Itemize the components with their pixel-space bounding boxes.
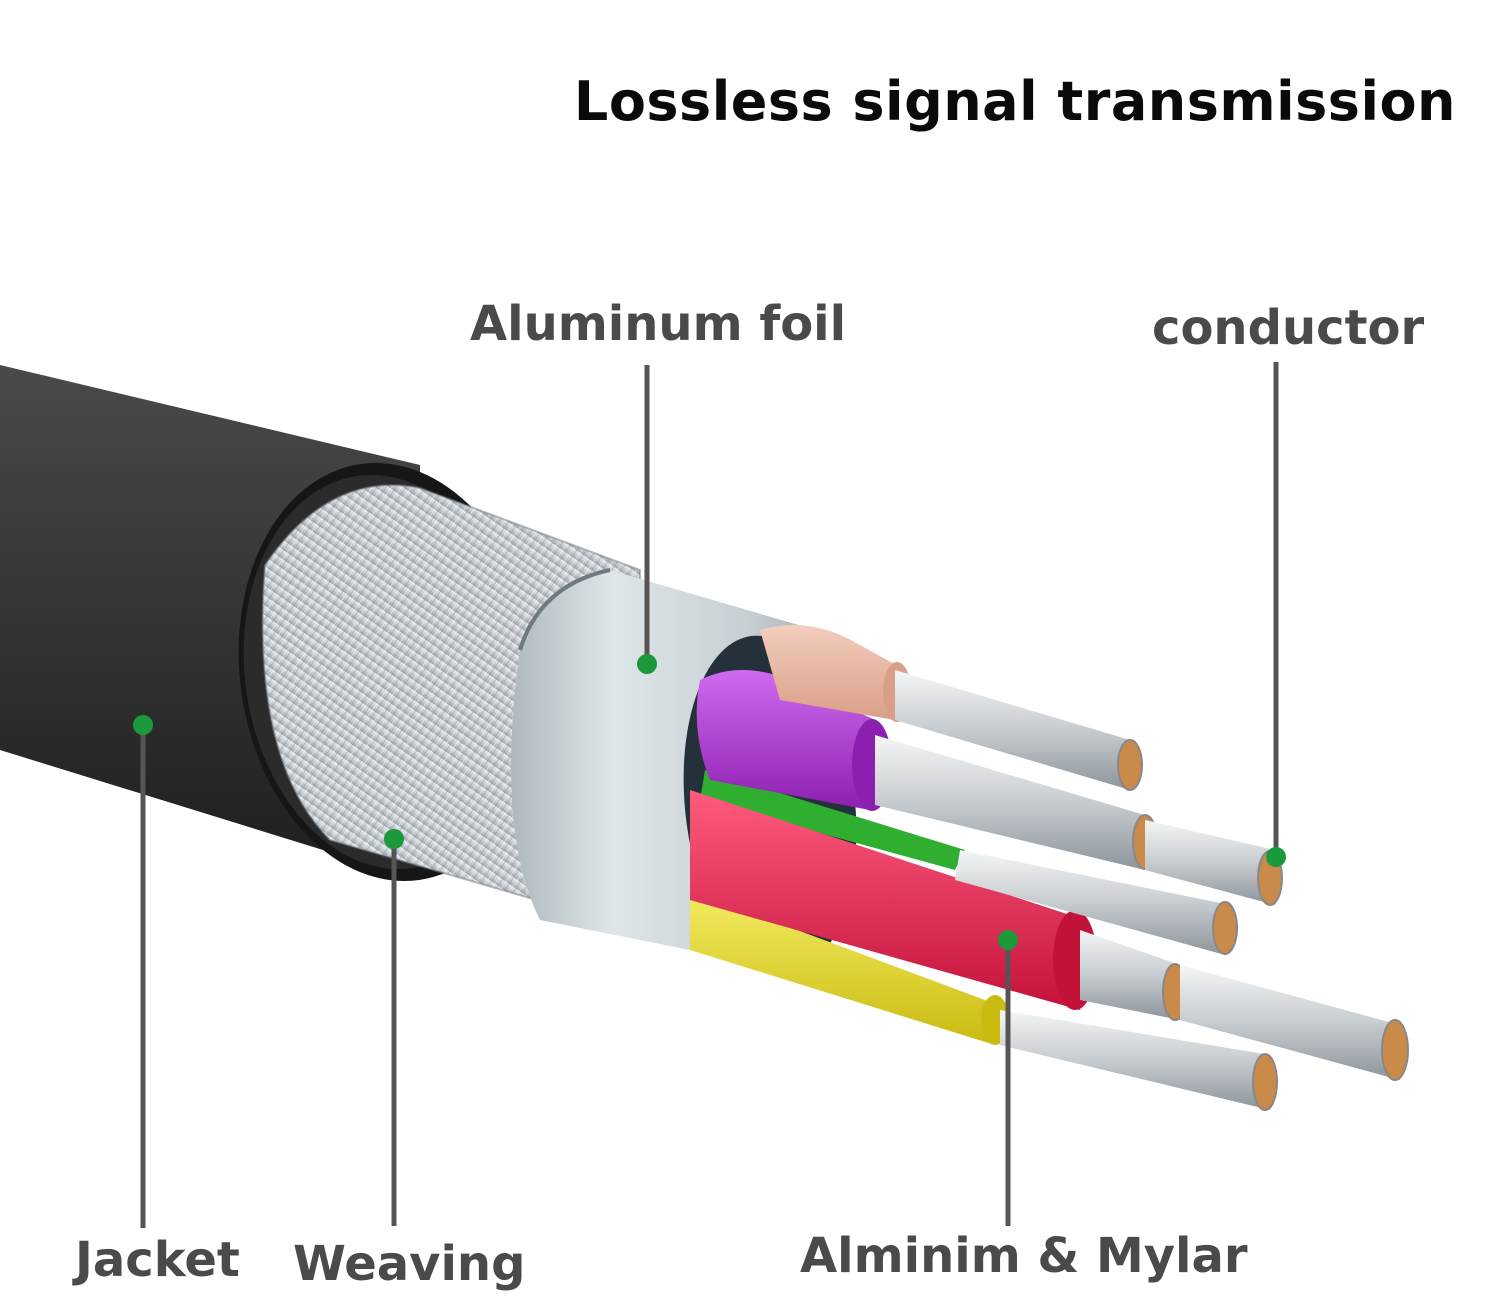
- marker-jacket: [133, 715, 153, 735]
- conductor-strands: [875, 670, 1409, 1111]
- label-alminim-mylar: Alminim & Mylar: [800, 1228, 1248, 1284]
- marker-weaving: [384, 829, 404, 849]
- marker-aluminum-foil: [637, 654, 657, 674]
- markers: [133, 654, 1286, 950]
- label-jacket: Jacket: [75, 1232, 240, 1288]
- label-weaving: Weaving: [293, 1236, 526, 1292]
- label-aluminum-foil: Aluminum foil: [470, 296, 847, 352]
- diagram-title: Lossless signal transmission: [573, 70, 1456, 133]
- marker-conductor: [1266, 847, 1286, 867]
- marker-alminim-mylar: [998, 930, 1018, 950]
- label-conductor: conductor: [1152, 300, 1425, 356]
- leader-lines: [140, 362, 1279, 1228]
- wire-green: [700, 770, 965, 870]
